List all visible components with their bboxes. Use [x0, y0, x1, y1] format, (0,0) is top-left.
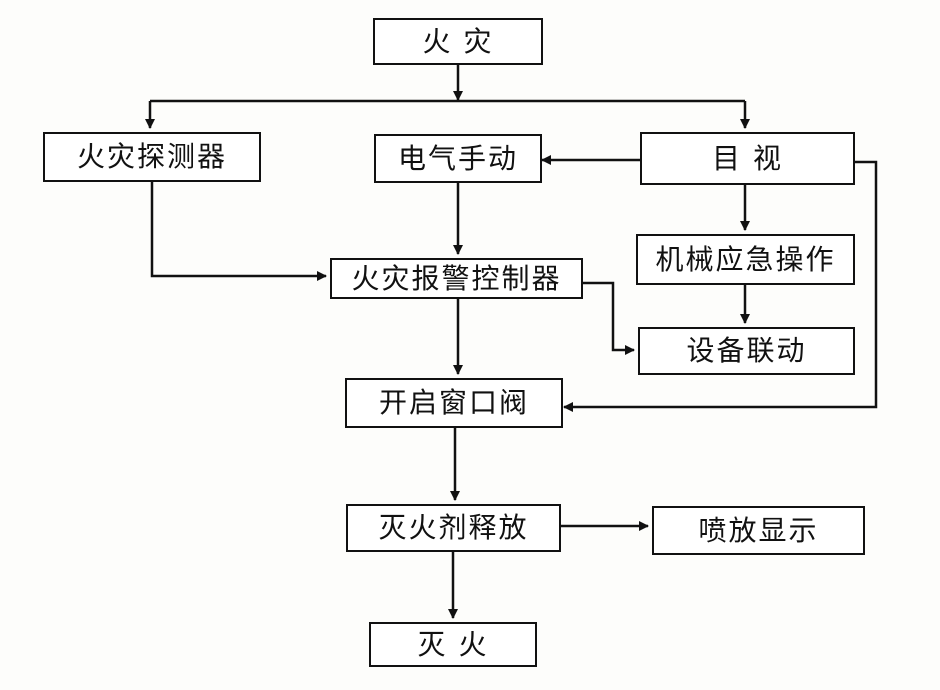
- node-fire-extinguished: 灭 火: [369, 622, 537, 667]
- node-open-window-valve: 开启窗口阀: [345, 378, 563, 428]
- node-discharge-display: 喷放显示: [652, 506, 865, 555]
- node-fire-detector: 火灾探测器: [43, 132, 261, 182]
- node-fire-alarm-controller: 火灾报警控制器: [330, 258, 583, 299]
- arrow-visual-to-valve: [563, 160, 878, 412]
- node-equipment-linkage: 设备联动: [638, 327, 855, 375]
- node-visual-inspection: 目 视: [640, 132, 855, 185]
- node-electric-manual: 电气手动: [374, 134, 542, 183]
- arrow-detector-to-controller: [150, 182, 327, 281]
- node-agent-release: 灭火剂释放: [346, 504, 561, 552]
- arrow-controller-to-linkage: [583, 281, 635, 355]
- node-fire: 火 灾: [373, 18, 543, 65]
- node-mechanical-emergency: 机械应急操作: [636, 234, 855, 285]
